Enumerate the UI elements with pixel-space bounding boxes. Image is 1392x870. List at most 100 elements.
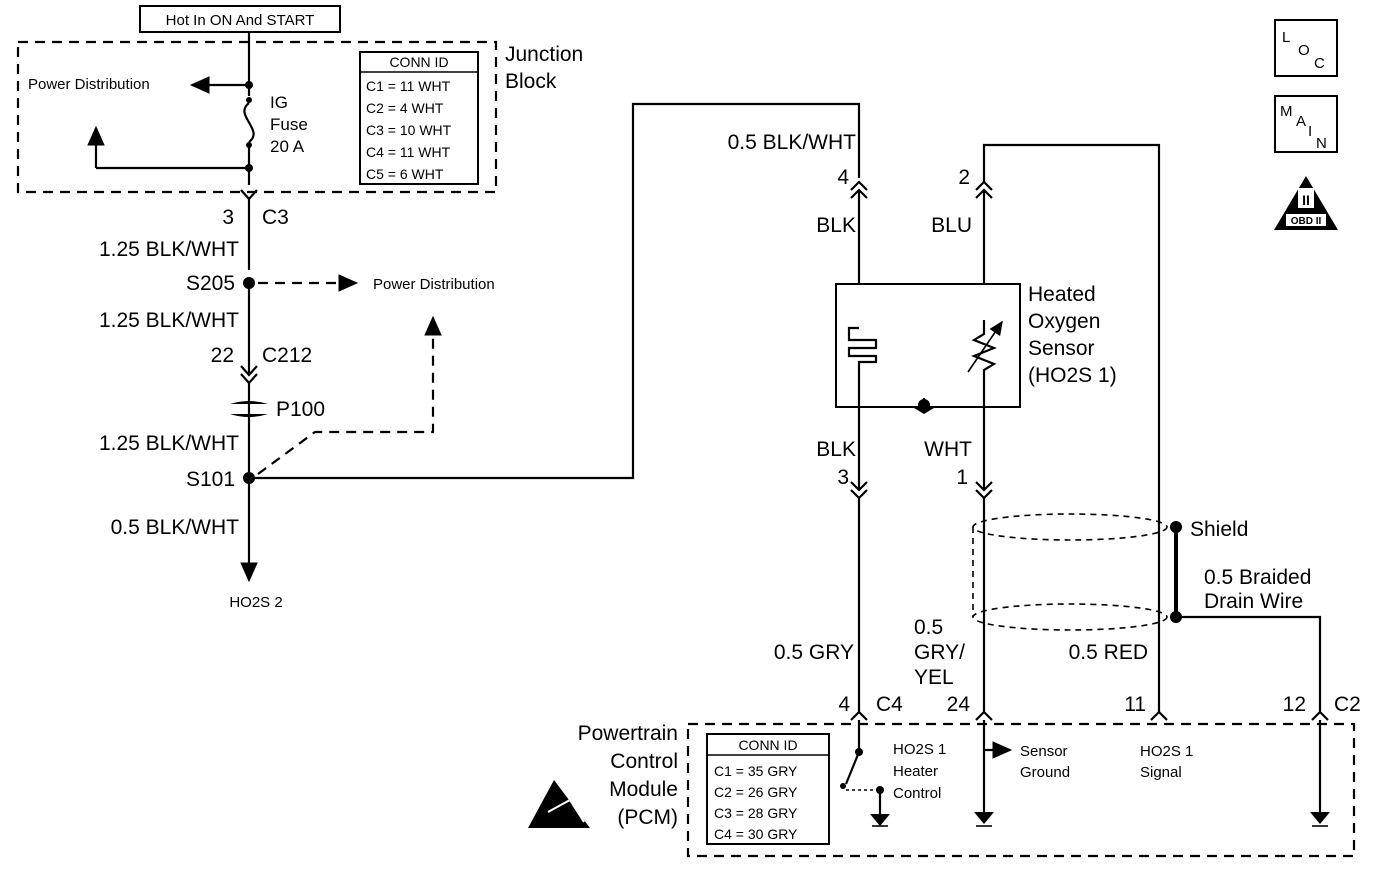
svg-text:C4 = 11 WHT: C4 = 11 WHT bbox=[366, 144, 451, 160]
svg-text:OBD II: OBD II bbox=[1291, 216, 1322, 227]
svg-text:BLU: BLU bbox=[931, 214, 972, 237]
fuse-label-line3: 20 A bbox=[270, 137, 305, 156]
power-distribution-label-2: Power Distribution bbox=[373, 276, 495, 293]
svg-text:YEL: YEL bbox=[914, 666, 954, 689]
svg-text:Drain Wire: Drain Wire bbox=[1204, 590, 1303, 613]
svg-text:Heater: Heater bbox=[893, 763, 938, 780]
variable-resistor bbox=[971, 320, 997, 407]
svg-text:I: I bbox=[1308, 123, 1312, 140]
sensor-ground-icon bbox=[914, 398, 934, 414]
svg-text:Oxygen: Oxygen bbox=[1028, 310, 1100, 333]
svg-text:GRY/: GRY/ bbox=[914, 641, 965, 664]
svg-text:0.5 RED: 0.5 RED bbox=[1069, 641, 1148, 664]
svg-text:C: C bbox=[1314, 55, 1325, 72]
power-distribution-label: Power Distribution bbox=[28, 76, 150, 93]
svg-text:Shield: Shield bbox=[1190, 518, 1248, 541]
signal-wire bbox=[982, 143, 1161, 712]
fuse-label-line2: Fuse bbox=[270, 115, 308, 134]
svg-text:BLK: BLK bbox=[816, 214, 856, 237]
svg-text:CONN ID: CONN ID bbox=[389, 54, 448, 70]
esd-sensitive-icon bbox=[528, 780, 590, 828]
svg-text:Signal: Signal bbox=[1140, 764, 1182, 781]
svg-text:22: 22 bbox=[211, 344, 234, 367]
hot-in-on-and-start-label: Hot In ON And START bbox=[139, 5, 341, 33]
svg-text:HO2S 1: HO2S 1 bbox=[893, 741, 946, 758]
pcm-wire-labels: 0.5 GRY 0.5 GRY/ YEL 0.5 RED 4 C4 24 11 … bbox=[774, 616, 1361, 721]
svg-text:WHT: WHT bbox=[924, 438, 972, 461]
svg-text:C3 = 10 WHT: C3 = 10 WHT bbox=[366, 122, 452, 138]
heater-element bbox=[847, 326, 878, 372]
c212-connector bbox=[240, 365, 258, 377]
wire-label-3: 1.25 BLK/WHT bbox=[99, 432, 239, 455]
shield-symbol bbox=[972, 513, 1168, 631]
svg-text:2: 2 bbox=[958, 166, 970, 189]
svg-text:Control: Control bbox=[893, 785, 941, 802]
drain-wire bbox=[1176, 615, 1322, 712]
svg-text:C4: C4 bbox=[876, 693, 903, 716]
loc-icon[interactable]: L O C bbox=[1274, 19, 1338, 77]
svg-text:12: 12 bbox=[1283, 693, 1306, 716]
svg-text:3: 3 bbox=[837, 466, 849, 489]
svg-text:M: M bbox=[1280, 103, 1293, 120]
svg-text:3: 3 bbox=[222, 206, 234, 229]
main-icon[interactable]: M A I N bbox=[1274, 95, 1338, 153]
pcm-conn-id-table: CONN ID C1 = 35 GRY C2 = 26 GRY C3 = 28 … bbox=[706, 733, 830, 845]
ho2s2-label: HO2S 2 bbox=[229, 594, 282, 611]
svg-text:P100: P100 bbox=[276, 398, 325, 421]
drain-ground-icon bbox=[1310, 720, 1330, 827]
svg-text:Control: Control bbox=[610, 750, 678, 773]
heated-oxygen-sensor: 0.5 BLK/WHT 4 2 BLK BLU Heated Oxygen Se… bbox=[728, 131, 1322, 712]
wire-label-2: 1.25 BLK/WHT bbox=[99, 309, 239, 332]
svg-text:C212: C212 bbox=[262, 344, 312, 367]
svg-text:0.5 GRY: 0.5 GRY bbox=[774, 641, 854, 664]
svg-text:CONN ID: CONN ID bbox=[738, 737, 797, 753]
svg-text:N: N bbox=[1316, 135, 1327, 152]
fuse-symbol bbox=[243, 102, 255, 143]
svg-text:Heated: Heated bbox=[1028, 283, 1096, 306]
svg-text:(PCM): (PCM) bbox=[617, 806, 678, 829]
junction-block-conn-id-table: CONN ID C1 = 11 WHT C2 = 4 WHT C3 = 10 W… bbox=[359, 51, 479, 185]
svg-text:(HO2S 1): (HO2S 1) bbox=[1028, 364, 1117, 387]
svg-text:II: II bbox=[1302, 192, 1310, 208]
svg-text:C2 = 26 GRY: C2 = 26 GRY bbox=[714, 784, 798, 800]
svg-text:Sensor: Sensor bbox=[1020, 743, 1068, 760]
svg-text:4: 4 bbox=[837, 166, 849, 189]
svg-text:Ground: Ground bbox=[1020, 764, 1070, 781]
pcm-module: Powertrain Control Module (PCM) CONN ID … bbox=[528, 720, 1356, 858]
svg-text:1: 1 bbox=[956, 466, 968, 489]
svg-text:11: 11 bbox=[1124, 693, 1146, 716]
svg-text:0.5 Braided: 0.5 Braided bbox=[1204, 566, 1311, 589]
svg-text:C2 = 4 WHT: C2 = 4 WHT bbox=[366, 100, 444, 116]
pcm-ground-icon bbox=[974, 720, 1013, 827]
svg-text:S205: S205 bbox=[186, 272, 235, 295]
svg-text:O: O bbox=[1298, 42, 1310, 59]
svg-text:C4 = 30 GRY: C4 = 30 GRY bbox=[714, 826, 798, 842]
wire-label-top: 0.5 BLK/WHT bbox=[728, 131, 857, 154]
wire-label-4: 0.5 BLK/WHT bbox=[111, 516, 240, 539]
obd-ii-icon[interactable]: II OBD II bbox=[1274, 176, 1338, 230]
svg-text:A: A bbox=[1296, 113, 1306, 130]
svg-text:BLK: BLK bbox=[816, 438, 856, 461]
wire-label-1: 1.25 BLK/WHT bbox=[99, 238, 239, 261]
svg-text:C3 = 28 GRY: C3 = 28 GRY bbox=[714, 805, 798, 821]
wire-to-sensor-pin4 bbox=[249, 102, 861, 480]
junction-block: Junction Block Power Distribution IG Fus… bbox=[16, 32, 583, 194]
heater-control-switch-icon bbox=[840, 720, 890, 827]
svg-text:C1 = 11 WHT: C1 = 11 WHT bbox=[366, 78, 451, 94]
svg-text:24: 24 bbox=[947, 693, 971, 716]
junction-block-title-line2: Block bbox=[505, 70, 557, 93]
junction-block-title-line1: Junction bbox=[505, 43, 583, 66]
svg-text:C5 = 6 WHT: C5 = 6 WHT bbox=[366, 166, 444, 182]
svg-text:C2: C2 bbox=[1334, 693, 1361, 716]
svg-text:Sensor: Sensor bbox=[1028, 337, 1095, 360]
svg-text:Module: Module bbox=[609, 778, 678, 801]
svg-text:Powertrain: Powertrain bbox=[578, 722, 678, 745]
fuse-label-line1: IG bbox=[270, 93, 288, 112]
p100-grommet bbox=[230, 401, 268, 404]
svg-text:C1 = 35 GRY: C1 = 35 GRY bbox=[714, 763, 798, 779]
svg-text:L: L bbox=[1282, 29, 1290, 46]
svg-text:Hot In ON And START: Hot In ON And START bbox=[166, 12, 315, 29]
svg-text:0.5: 0.5 bbox=[914, 616, 943, 639]
left-circuit: 3 C3 1.25 BLK/WHT S205 Power Distributio… bbox=[99, 102, 861, 611]
